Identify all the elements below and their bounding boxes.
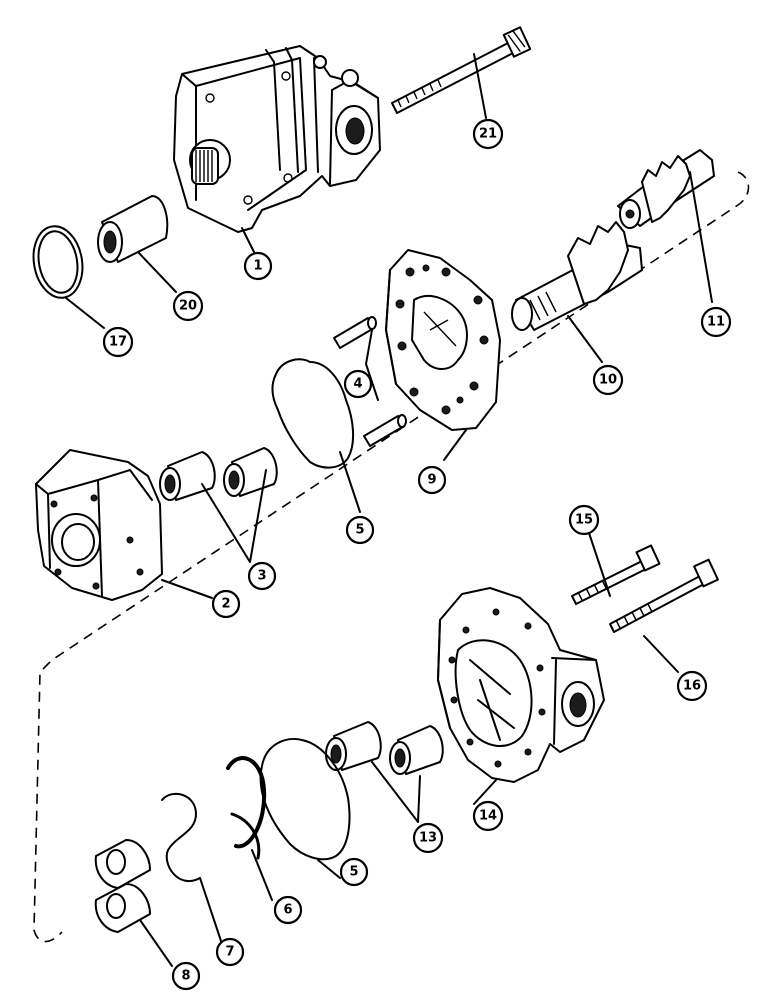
- bearing-8: [94, 839, 151, 933]
- pump-assembly-1: [173, 45, 381, 233]
- bushings-13: [325, 721, 444, 775]
- callout-5-upper-label: 5: [355, 523, 364, 538]
- gear-shaft-10: [511, 221, 643, 331]
- front-cover-2: [35, 449, 163, 601]
- seal-6: [226, 756, 267, 860]
- callout-21: 21: [472, 118, 504, 150]
- callout-5-lower: 5: [339, 857, 369, 887]
- oring-17: [32, 225, 84, 299]
- callout-21-label: 21: [479, 127, 497, 142]
- retainer-7: [161, 792, 201, 882]
- leader-lines: [65, 53, 713, 967]
- bolt-21: [391, 26, 532, 114]
- callout-8-label: 8: [181, 969, 190, 984]
- bolt-15: [571, 544, 661, 605]
- callout-9: 9: [417, 465, 447, 495]
- gasket-5-lower: [259, 738, 351, 861]
- gear-shaft-11: [617, 149, 715, 229]
- gear-housing-9: [385, 249, 501, 431]
- coupling-20: [97, 195, 169, 263]
- callout-16-label: 16: [683, 679, 701, 694]
- callout-3: 3: [247, 561, 277, 591]
- bolt-16: [609, 558, 719, 633]
- callout-14: 14: [472, 800, 504, 832]
- callout-14-label: 14: [479, 809, 497, 824]
- callout-10: 10: [592, 364, 624, 396]
- callout-16: 16: [676, 670, 708, 702]
- callout-6: 6: [273, 895, 303, 925]
- callout-8: 8: [171, 961, 201, 991]
- rear-housing-14: [437, 587, 605, 783]
- callout-2-label: 2: [221, 597, 230, 612]
- callout-15-label: 15: [575, 513, 593, 528]
- callout-1-label: 1: [253, 259, 262, 274]
- callout-7-label: 7: [225, 945, 234, 960]
- callout-3-label: 3: [257, 569, 266, 584]
- bushings-3: [159, 447, 278, 501]
- dowel-pins-4: [333, 316, 407, 447]
- callout-11: 11: [700, 306, 732, 338]
- callout-1: 1: [243, 251, 273, 281]
- callout-5-upper: 5: [345, 515, 375, 545]
- gasket-5-upper: [271, 358, 354, 469]
- callout-6-label: 6: [283, 903, 292, 918]
- callout-20: 20: [172, 290, 204, 322]
- callout-13-label: 13: [419, 831, 437, 846]
- callout-4: 4: [343, 369, 373, 399]
- callout-17-label: 17: [109, 335, 127, 350]
- callout-10-label: 10: [599, 373, 617, 388]
- callout-5-lower-label: 5: [349, 865, 358, 880]
- assembly-path-dashed-line: [33, 171, 750, 943]
- callout-15: 15: [568, 504, 600, 536]
- callout-11-label: 11: [707, 315, 725, 330]
- callout-9-label: 9: [427, 473, 436, 488]
- callout-13: 13: [412, 822, 444, 854]
- callout-17: 17: [102, 326, 134, 358]
- callout-7: 7: [215, 937, 245, 967]
- callout-20-label: 20: [179, 299, 197, 314]
- callout-4-label: 4: [353, 377, 362, 392]
- callout-2: 2: [211, 589, 241, 619]
